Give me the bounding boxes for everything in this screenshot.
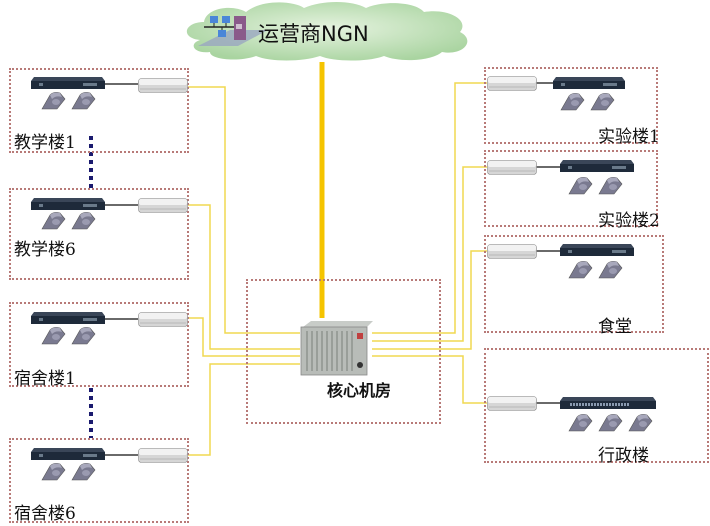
ngn-cloud xyxy=(186,2,468,61)
phone-icon-admin xyxy=(568,414,593,432)
phone-icon-admin xyxy=(598,414,623,432)
phone-icon-dorm1 xyxy=(71,327,96,345)
switch-icon-teach6 xyxy=(31,198,105,210)
building-label-canteen: 食堂 xyxy=(598,317,632,337)
building-box-lab1 xyxy=(484,67,658,144)
building-label-lab2: 实验楼2 xyxy=(598,211,660,231)
building-box-teach1 xyxy=(9,68,189,153)
gateway-icon-admin xyxy=(487,396,537,411)
building-box-dorm1 xyxy=(9,302,189,387)
core-room-box xyxy=(246,279,441,424)
phone-icon-lab1 xyxy=(590,93,615,111)
building-box-teach6 xyxy=(9,188,189,280)
network-servers-icon xyxy=(198,16,268,46)
phone-icon-lab2 xyxy=(598,177,623,195)
gateway-icon-teach1 xyxy=(138,78,188,93)
phone-icon-teach6 xyxy=(41,212,66,230)
switch-icon-canteen xyxy=(560,244,634,256)
gateway-icon-dorm1 xyxy=(138,312,188,327)
gateway-icon-dorm6 xyxy=(138,448,188,463)
gateway-icon-canteen xyxy=(487,244,537,259)
link-lab2 xyxy=(372,166,487,342)
gateway-icon-lab2 xyxy=(487,160,537,175)
core-switch-rack-icon xyxy=(300,321,373,376)
phone-icon-lab2 xyxy=(568,177,593,195)
phone-icon-admin xyxy=(628,414,653,432)
building-label-admin: 行政楼 xyxy=(598,446,649,466)
phone-icon-canteen xyxy=(598,261,623,279)
phone-icon-dorm6 xyxy=(41,463,66,481)
building-box-admin xyxy=(484,348,709,463)
switch-icon-admin xyxy=(560,397,656,409)
switch-icon-dorm6 xyxy=(31,448,105,460)
building-box-lab2 xyxy=(484,150,658,227)
switch-icon-teach1 xyxy=(31,77,105,89)
phone-icon-teach1 xyxy=(41,92,66,110)
phone-icon-lab1 xyxy=(560,93,585,111)
gateway-icon-lab1 xyxy=(487,76,537,91)
building-label-lab1: 实验楼1 xyxy=(598,127,660,147)
link-canteen xyxy=(372,250,487,350)
link-teach6 xyxy=(188,204,300,350)
link-teach1 xyxy=(188,86,300,334)
phone-icon-dorm6 xyxy=(71,463,96,481)
building-label-teach6: 教学楼6 xyxy=(14,240,76,260)
building-label-dorm6: 宿舍楼6 xyxy=(14,504,76,524)
phone-icon-teach6 xyxy=(71,212,96,230)
building-box-canteen xyxy=(484,235,664,333)
switch-icon-dorm1 xyxy=(31,312,105,324)
link-dorm6 xyxy=(188,363,300,456)
phone-icon-dorm1 xyxy=(41,327,66,345)
link-dorm1 xyxy=(188,317,300,357)
link-admin xyxy=(372,355,487,404)
phone-icon-teach1 xyxy=(71,92,96,110)
switch-icon-lab2 xyxy=(560,160,634,172)
link-lab1 xyxy=(372,82,487,334)
building-label-teach1: 教学楼1 xyxy=(14,133,76,153)
phone-icon-canteen xyxy=(568,261,593,279)
gateway-icon-teach6 xyxy=(138,198,188,213)
ngn-cloud-label: 运营商NGN xyxy=(258,22,369,46)
core-room-label: 核心机房 xyxy=(327,381,392,400)
switch-icon-lab1 xyxy=(553,77,625,89)
building-box-dorm6 xyxy=(9,438,189,523)
building-label-dorm1: 宿舍楼1 xyxy=(14,369,76,389)
